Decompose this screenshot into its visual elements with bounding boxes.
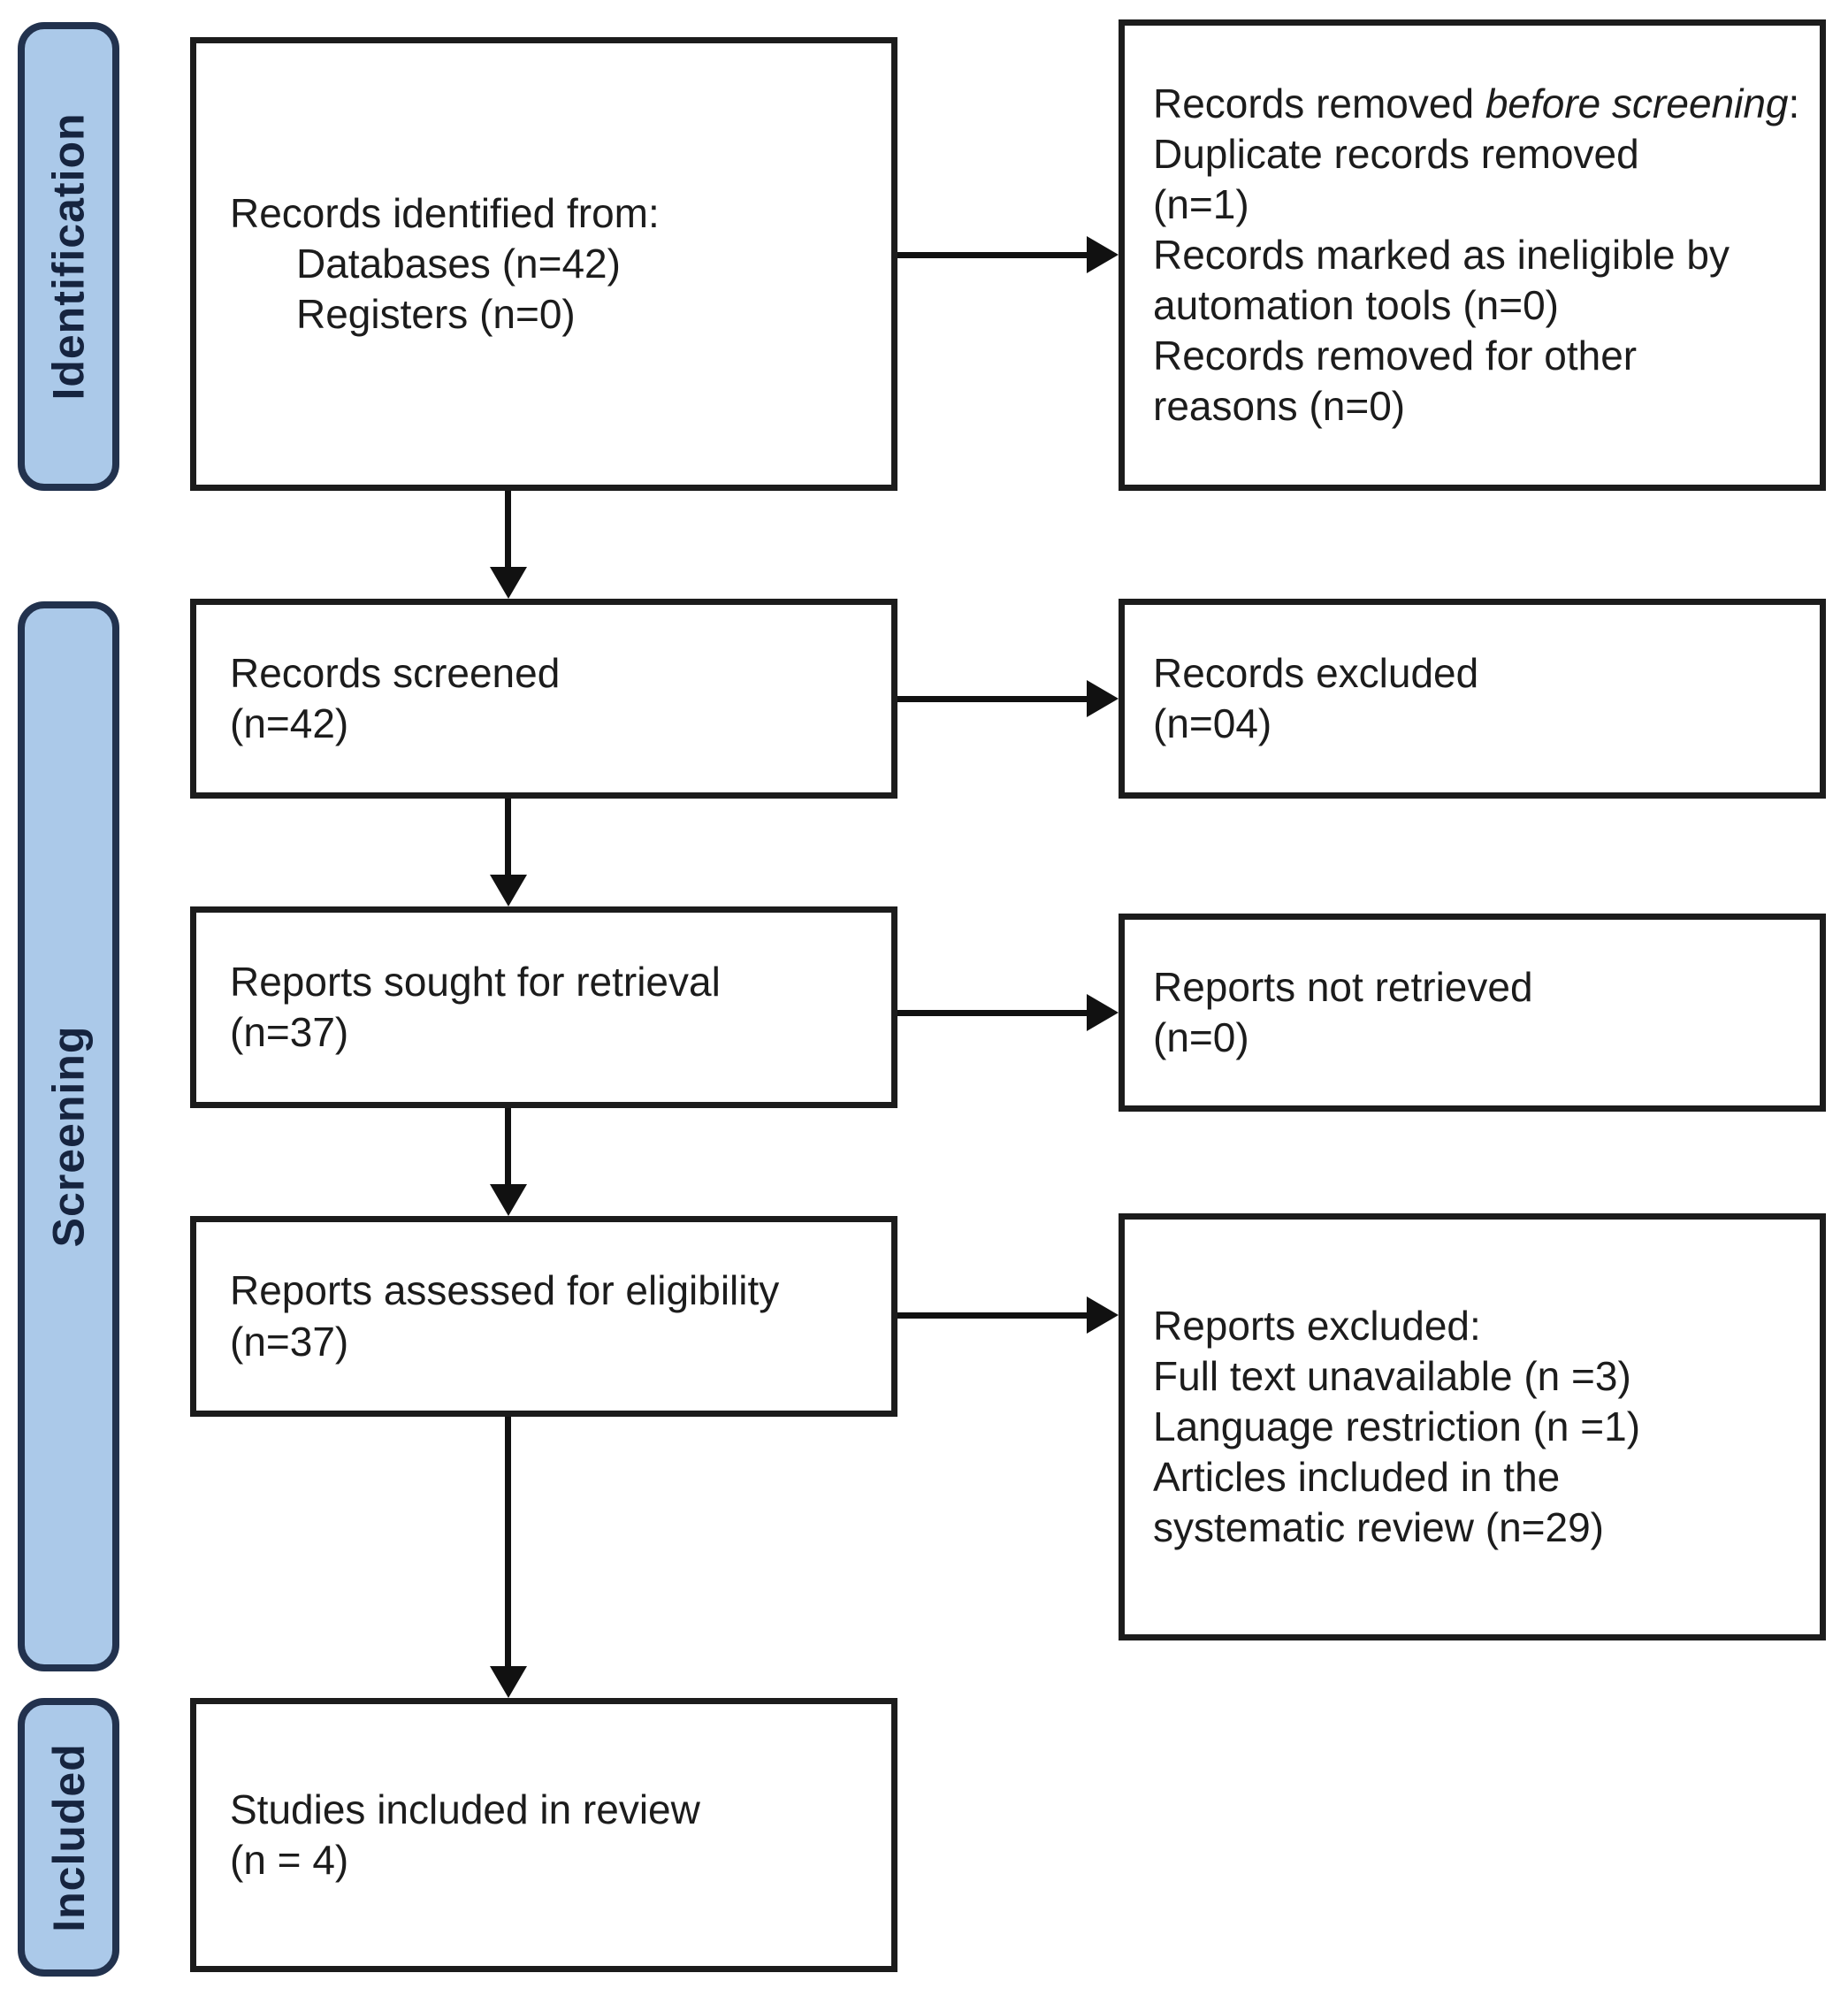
box-reports-not-retrieved: Reports not retrieved (n=0) <box>1119 914 1826 1112</box>
down-arrow-4-line <box>505 1417 511 1670</box>
records-identified-title: Records identified from: <box>230 189 660 236</box>
right-arrow-1-head <box>1087 236 1119 273</box>
reports-excluded-heading: Reports excluded: <box>1153 1302 1481 1349</box>
stage-bar-screening: Screening <box>18 601 119 1671</box>
down-arrow-1-line <box>505 491 511 569</box>
stage-label-screening: Screening <box>43 1025 94 1248</box>
records-removed-heading-italic: before screening <box>1485 80 1789 126</box>
down-arrow-3-line <box>505 1108 511 1186</box>
box-reports-excluded: Reports excluded: Full text unavailable … <box>1119 1213 1826 1640</box>
records-removed-duplicates: Duplicate records removed (n=1) <box>1153 130 1639 227</box>
down-arrow-2-line <box>505 799 511 876</box>
stage-label-included: Included <box>43 1742 94 1932</box>
records-excluded-text: Records excluded (n=04) <box>1153 649 1479 746</box>
records-identified-sources: Databases (n=42) Registers (n=0) <box>230 239 874 340</box>
box-reports-assessed: Reports assessed for eligibility (n=37) <box>190 1216 897 1417</box>
records-identified-databases: Databases (n=42) <box>296 240 621 287</box>
reports-excluded-fulltext: Full text unavailable (n =3) <box>1153 1352 1631 1399</box>
box-records-excluded: Records excluded (n=04) <box>1119 599 1826 799</box>
box-studies-included: Studies included in review (n = 4) <box>190 1698 897 1972</box>
records-removed-heading-colon: : <box>1788 80 1800 126</box>
records-removed-heading-normal: Records removed <box>1153 80 1485 126</box>
right-arrow-1-line <box>897 252 1088 258</box>
right-arrow-3-line <box>897 1010 1088 1016</box>
right-arrow-2-head <box>1087 680 1119 717</box>
box-records-identified: Records identified from: Databases (n=42… <box>190 37 897 491</box>
down-arrow-1-head <box>490 567 527 599</box>
reports-not-retrieved-text: Reports not retrieved (n=0) <box>1153 963 1533 1060</box>
reports-excluded-language: Language restriction (n =1) <box>1153 1403 1641 1449</box>
studies-included-text: Studies included in review (n = 4) <box>230 1786 700 1883</box>
right-arrow-3-head <box>1087 994 1119 1031</box>
down-arrow-4-head <box>490 1666 527 1698</box>
down-arrow-3-head <box>490 1184 527 1216</box>
stage-bar-included: Included <box>18 1698 119 1977</box>
stage-label-identification: Identification <box>43 112 94 401</box>
records-screened-text: Records screened (n=42) <box>230 649 561 746</box>
reports-excluded-articles: Articles included in the systematic revi… <box>1153 1454 1604 1551</box>
box-records-screened: Records screened (n=42) <box>190 599 897 799</box>
box-records-removed-before-screening: Records removed before screening: Duplic… <box>1119 19 1826 491</box>
box-reports-sought: Reports sought for retrieval (n=37) <box>190 906 897 1108</box>
records-removed-heading: Records removed before screening: <box>1153 79 1802 129</box>
records-removed-automation: Records marked as ineligible by automati… <box>1153 231 1730 329</box>
records-identified-registers: Registers (n=0) <box>296 291 576 338</box>
right-arrow-4-line <box>897 1312 1088 1319</box>
records-removed-other: Records removed for other reasons (n=0) <box>1153 333 1638 430</box>
reports-sought-text: Reports sought for retrieval (n=37) <box>230 958 721 1055</box>
right-arrow-2-line <box>897 696 1088 702</box>
reports-assessed-text: Reports assessed for eligibility (n=37) <box>230 1267 780 1365</box>
right-arrow-4-head <box>1087 1296 1119 1334</box>
down-arrow-2-head <box>490 875 527 906</box>
stage-bar-identification: Identification <box>18 22 119 491</box>
